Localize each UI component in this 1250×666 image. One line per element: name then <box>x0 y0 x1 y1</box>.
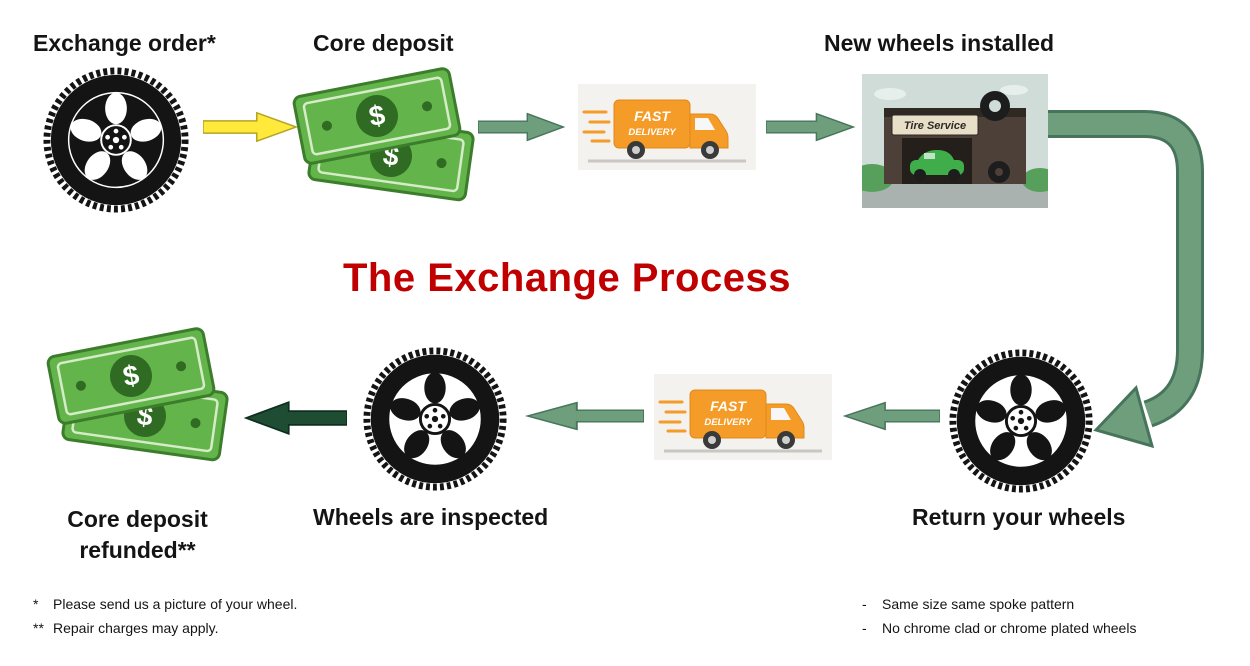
return-wheel-icon <box>949 349 1093 493</box>
page-title: The Exchange Process <box>343 256 791 300</box>
arrow-return-to-shipping <box>842 400 940 432</box>
inspected-wheel-icon <box>363 347 507 491</box>
core-deposit-icon: $ $ <box>292 67 478 208</box>
footnote-text: Please send us a picture of your wheel. <box>53 596 298 612</box>
new-wheels-installed-label: New wheels installed <box>824 30 1055 56</box>
exchange-order-label: Exchange order* <box>33 30 216 56</box>
arrow-shipping-to-inspection <box>524 400 644 432</box>
arrow-deposit-to-shipping <box>478 111 566 143</box>
core-deposit-label: Core deposit <box>313 30 454 56</box>
arrow-shipping-to-install <box>766 111 856 143</box>
refund-money-icon: $ $ <box>46 327 232 473</box>
footnote-same-size: - Same size same spoke pattern <box>862 592 1136 616</box>
truck-text-delivery: DELIVERY <box>628 127 677 138</box>
truck-text-fast: FAST <box>634 108 671 124</box>
footnote-repair: ** Repair charges may apply. <box>33 616 297 640</box>
exchange-order-wheel-icon <box>43 67 189 213</box>
banknote-front: $ <box>292 67 462 165</box>
core-deposit-refunded-label: Core deposit refunded** <box>67 506 208 564</box>
footnote-no-chrome: - No chrome clad or chrome plated wheels <box>862 616 1136 640</box>
shop-sign-text: Tire Service <box>904 120 966 132</box>
banknote-front: $ <box>46 327 216 425</box>
arrow-install-to-return-curved <box>1048 110 1204 449</box>
footnotes-left: * Please send us a picture of your wheel… <box>33 592 297 640</box>
footnote-text: Same size same spoke pattern <box>882 596 1075 612</box>
truck-text-delivery: DELIVERY <box>704 417 753 428</box>
footnote-text: Repair charges may apply. <box>53 620 219 636</box>
footnote-marker: * <box>33 596 39 612</box>
dollar-sign: $ <box>120 359 142 392</box>
truck-text-fast: FAST <box>710 398 747 414</box>
footnotes-right: - Same size same spoke pattern - No chro… <box>862 592 1136 640</box>
tire-service-shop-image: Tire Service <box>862 74 1048 208</box>
footnote-marker: ** <box>33 620 44 636</box>
wheels-inspected-label: Wheels are inspected <box>313 504 549 530</box>
footnote-marker: - <box>862 596 867 612</box>
footnote-marker: - <box>862 620 867 636</box>
footnote-picture: * Please send us a picture of your wheel… <box>33 592 297 616</box>
footnote-text: No chrome clad or chrome plated wheels <box>882 620 1137 636</box>
return-your-wheels-label: Return your wheels <box>912 504 1126 530</box>
delivery-truck-image-bottom: FAST DELIVERY <box>654 374 832 460</box>
arrow-inspection-to-refund <box>243 399 347 437</box>
delivery-truck-image-top: FAST DELIVERY <box>578 84 756 170</box>
arrow-order-to-deposit <box>203 110 299 144</box>
dollar-sign: $ <box>366 99 388 132</box>
